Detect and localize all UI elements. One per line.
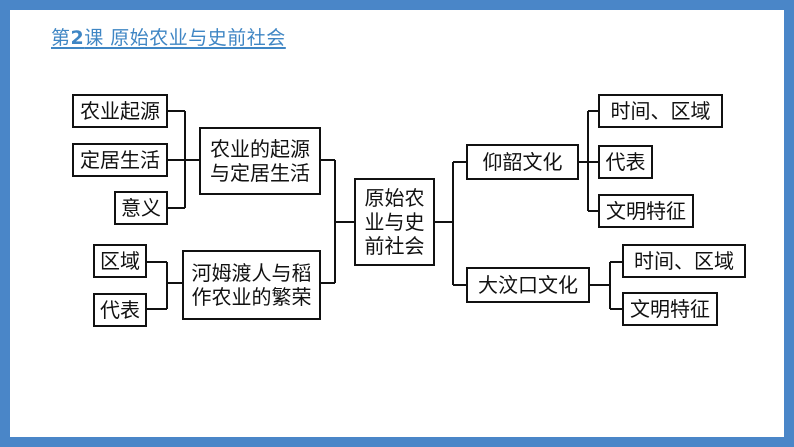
node-settled-life: 定居生活: [72, 143, 168, 177]
page-title: 第2课 原始农业与史前社会: [51, 23, 286, 50]
node-center-topic: 原始农 业与史 前社会: [354, 178, 435, 266]
node-civilization-features-yangshao: 文明特征: [598, 194, 694, 228]
node-center-topic-line1: 原始农: [364, 186, 425, 210]
node-agriculture-and-settlement-line1: 农业的起源: [210, 137, 310, 161]
node-center-topic-line3: 前社会: [364, 234, 425, 258]
title-number: 2: [70, 27, 85, 49]
node-agriculture-origin: 农业起源: [72, 94, 168, 128]
node-civilization-features-dawenkou: 文明特征: [622, 292, 718, 326]
node-center-topic-line2: 业与史: [364, 210, 425, 234]
title-prefix: 第: [51, 27, 71, 49]
node-representative-yangshao: 代表: [598, 145, 653, 179]
node-hemudu-rice-farming-line2: 作农业的繁荣: [191, 285, 312, 309]
node-dawenkou-culture: 大汶口文化: [466, 267, 590, 303]
node-region-left: 区域: [93, 244, 147, 278]
node-hemudu-rice-farming: 河姆渡人与稻 作农业的繁荣: [182, 250, 321, 320]
node-time-region-dawenkou: 时间、区域: [622, 244, 746, 278]
title-rest: 课 原始农业与史前社会: [84, 27, 286, 49]
node-agriculture-and-settlement-line2: 与定居生活: [210, 161, 310, 185]
slide-page: 第2课 原始农业与史前社会: [10, 10, 784, 437]
node-time-region-yangshao: 时间、区域: [598, 94, 723, 128]
node-yangshao-culture: 仰韶文化: [466, 144, 579, 180]
node-agriculture-and-settlement: 农业的起源 与定居生活: [199, 127, 321, 195]
node-representative-left: 代表: [93, 293, 147, 327]
node-significance: 意义: [114, 191, 168, 225]
node-hemudu-rice-farming-line1: 河姆渡人与稻: [191, 261, 312, 285]
connector-lines: [146, 110, 622, 310]
